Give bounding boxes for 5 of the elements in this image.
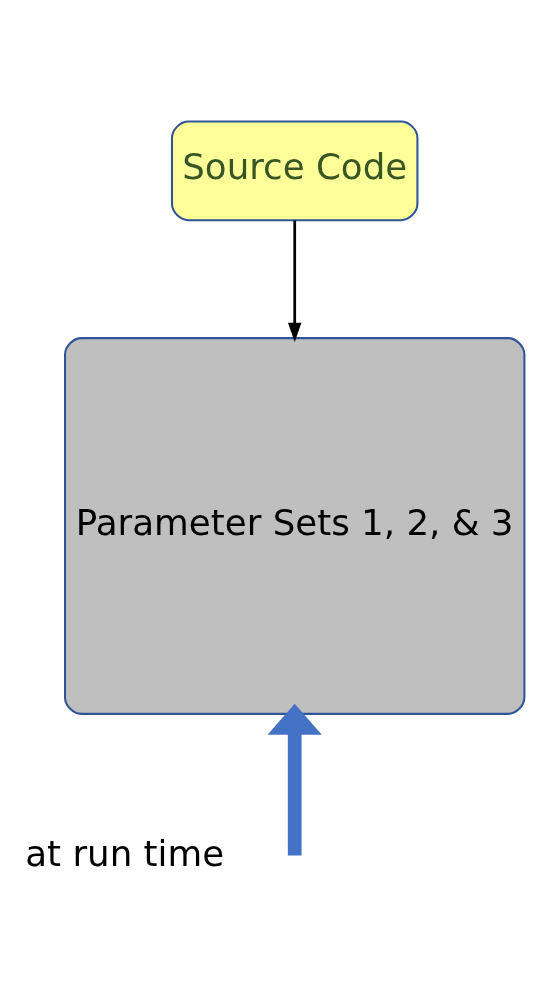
label: at run time [25, 832, 225, 874]
arrow [267, 703, 322, 856]
node-box: Parameter Sets 1, 2, & 3 [64, 336, 526, 715]
node-box: Source Code [170, 119, 419, 221]
arrow [287, 220, 302, 342]
